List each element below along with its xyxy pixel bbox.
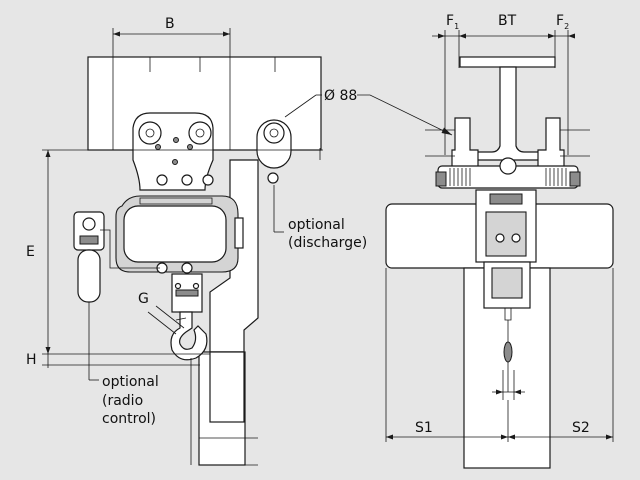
bolt [173,137,179,143]
arrow-head [45,347,51,354]
hook-front [503,341,513,363]
chain-bag-inner [209,351,245,423]
arrow-head [501,434,508,440]
arrow-head [548,33,555,39]
dim-s1-label: S1 [415,420,433,436]
trolley-frame-left [451,117,479,169]
arrow-head [45,150,51,157]
bolt-head [181,174,193,186]
dim-s2-label: S2 [572,420,590,436]
radio-label-3: control) [102,411,156,427]
arrow-head [606,434,613,440]
bolt-head [202,174,214,186]
bolt [172,159,178,165]
dim-b-label: B [165,16,175,32]
discharge-bolt [267,172,279,184]
dim-g-label: G [138,291,149,307]
hook-block-band [175,289,199,297]
gearbox [485,211,527,257]
discharge-wheel-hub [263,122,285,144]
radio-strip [79,235,99,245]
shaft-hub [499,157,517,175]
dim-g-line [147,311,177,335]
dim-h-label: H [26,352,37,368]
hook-block-face [491,267,523,299]
arrow-head [438,33,445,39]
thread-right [545,168,567,186]
arrow-head [386,434,393,440]
diameter-arrow [357,94,453,136]
hook-block-bolt [192,282,200,290]
hook-latch [175,317,187,321]
gear-bolt [495,233,505,243]
beam-web [469,66,547,161]
motor-bolt [181,262,193,274]
dim-f2-label: F2 [556,13,569,31]
wheel-axle [195,128,205,138]
discharge-label-1: optional [288,217,345,233]
front-view: F1 BT F2 [357,13,614,469]
trolley-wheel [188,121,212,145]
diameter-label: Ø 88 [324,88,357,104]
wheel-axle [145,128,155,138]
dim-f1-label: F1 [446,13,459,31]
dim-bt-label: BT [498,13,517,29]
arrow-head [113,31,120,37]
motor-cover [123,205,227,263]
radio-label-2: (radio [102,393,143,409]
radio-knob [82,217,96,231]
bolt [187,144,193,150]
dim-g-line [155,305,185,329]
side-view: B Ø 88 optional (discharge) [26,16,367,466]
radio-cable [100,229,160,269]
trolley-wheel [138,121,162,145]
hook-block-bolt [174,282,182,290]
dim-e-label: E [26,244,35,260]
diameter-leader [284,94,317,118]
discharge-label-2: (discharge) [288,235,367,251]
bolt [155,144,161,150]
discharge-wheel-axle [269,128,279,138]
shaft-end-left [435,171,447,187]
arrow-head [459,33,466,39]
trolley-frame-right [537,117,565,169]
motor-top-rib [139,197,213,205]
arrow-head [568,33,575,39]
motor-side-cap [234,217,244,249]
beam-top-flange [459,56,556,68]
arrow-head [223,31,230,37]
gear-bolt [511,233,521,243]
arrow-head [441,127,452,135]
radio-label-1: optional [102,374,159,390]
radio-pendant [77,249,101,303]
bolt-head [156,174,168,186]
thread-left [449,168,471,186]
hook [170,311,208,361]
shaft-end-right [569,171,581,187]
arrow-head [508,434,515,440]
gear-top [489,193,523,205]
